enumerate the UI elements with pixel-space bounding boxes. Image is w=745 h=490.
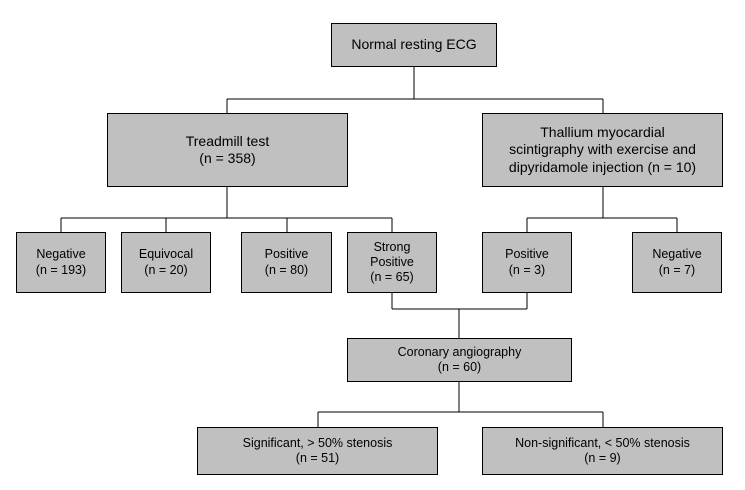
node-coronary-angiography: Coronary angiography (n = 60): [347, 338, 572, 382]
node-label: Negative: [652, 247, 702, 262]
node-count: (n = 9): [584, 451, 621, 465]
node-count: (n = 80): [264, 262, 309, 277]
node-treadmill-strong-positive: Strong Positive (n = 65): [347, 232, 437, 293]
node-thallium-negative: Negative (n = 7): [632, 232, 722, 293]
node-label: Coronary angiography: [397, 344, 522, 359]
node-thallium-scintigraphy: Thallium myocardial scintigraphy with ex…: [482, 113, 723, 187]
node-label: Non-significant, < 50% stenosis: [515, 435, 690, 450]
node-label: Equivocal: [138, 247, 194, 262]
node-treadmill-negative: Negative (n = 193): [16, 232, 106, 293]
node-treadmill-equivocal: Equivocal (n = 20): [121, 232, 211, 293]
node-label: Positive: [505, 247, 549, 262]
node-count: (n = 7): [658, 262, 696, 277]
node-label: Normal resting ECG: [351, 36, 477, 53]
node-label: Thallium myocardial: [540, 124, 665, 141]
node-treadmill-test: Treadmill test (n = 358): [107, 113, 348, 187]
node-label: Positive: [264, 247, 309, 262]
node-label: Negative: [36, 247, 86, 262]
node-count: (n = 65): [370, 270, 414, 285]
node-count: (n = 20): [144, 262, 188, 277]
node-normal-resting-ecg: Normal resting ECG: [331, 23, 497, 67]
node-label: Significant, > 50% stenosis: [242, 435, 393, 450]
node-label: dipyridamole injection (n = 10): [508, 158, 697, 175]
node-label: Strong: [373, 239, 411, 254]
node-treadmill-positive: Positive (n = 80): [241, 232, 332, 293]
node-count: (n = 3): [508, 262, 546, 277]
node-label: scintigraphy with exercise and: [509, 141, 696, 158]
node-count: (n = 193): [35, 262, 87, 277]
node-significant-stenosis: Significant, > 50% stenosis (n = 51): [197, 427, 438, 475]
node-nonsignificant-stenosis: Non-significant, < 50% stenosis (n = 9): [482, 427, 723, 475]
node-count: (n = 60): [437, 360, 482, 374]
node-count: (n = 51): [295, 451, 340, 465]
node-label: Treadmill test: [185, 132, 270, 149]
node-thallium-positive: Positive (n = 3): [482, 232, 572, 293]
node-count: (n = 358): [199, 150, 256, 166]
node-label: Positive: [370, 254, 414, 269]
